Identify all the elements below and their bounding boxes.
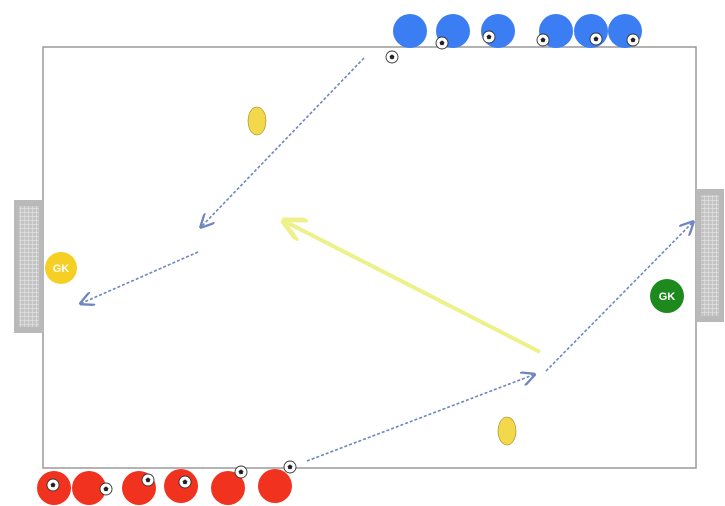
arrow-mid-to-left-goal (82, 251, 199, 303)
gk-right-label: GK (659, 291, 676, 303)
red-player (258, 469, 292, 503)
red-player (72, 471, 106, 505)
gk-left-label: GK (53, 263, 70, 275)
goal-net-icon (19, 206, 39, 327)
soccer-ball-icon (536, 33, 550, 47)
soccer-ball-icon (141, 473, 155, 487)
soccer-ball-icon (178, 475, 192, 489)
soccer-ball-icon (234, 465, 248, 479)
soccer-ball-icon (283, 460, 297, 474)
goal-right (696, 189, 724, 322)
blue-player (481, 14, 515, 48)
goal-net-icon (701, 195, 719, 316)
movement-arrows (82, 57, 692, 462)
soccer-ball-icon (435, 36, 449, 50)
blue-team (393, 14, 642, 48)
red-player (211, 471, 245, 505)
goal-left (14, 200, 44, 333)
goalkeeper-left: GK (45, 252, 77, 284)
arrow-pass-bottom (306, 375, 533, 462)
goalkeeper-right: GK (650, 279, 684, 313)
blue-player (393, 14, 427, 48)
soccer-balls (46, 30, 640, 496)
yellow-arrow (286, 222, 541, 354)
soccer-ball-icon (626, 33, 640, 47)
soccer-ball-icon (99, 482, 113, 496)
field (42, 46, 697, 469)
yellow-marker-top (247, 106, 267, 136)
soccer-ball-icon (46, 478, 60, 492)
soccer-ball-icon (589, 32, 603, 46)
soccer-ball-icon (482, 30, 496, 44)
soccer-ball-icon (385, 50, 399, 64)
red-team (37, 469, 292, 505)
arrow-pass-top-to-mid (202, 57, 365, 226)
yellow-marker-bottom (497, 416, 517, 446)
